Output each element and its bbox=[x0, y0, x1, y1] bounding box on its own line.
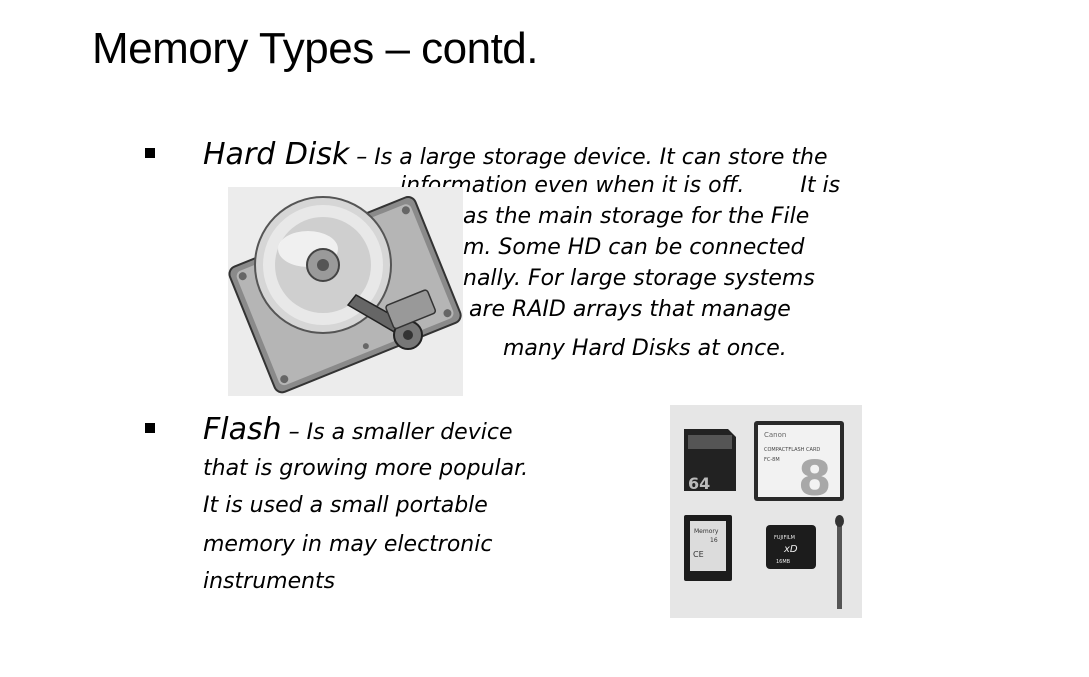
small-memory-card-graphic: Memory 16 CE bbox=[684, 515, 732, 581]
hard-disk-image bbox=[228, 187, 463, 396]
compactflash-card-graphic: Canon COMPACTFLASH CARD FC-8M 8 bbox=[754, 421, 844, 507]
bullet-marker-hard-disk bbox=[145, 148, 155, 158]
cf-model: FC-8M bbox=[764, 457, 780, 463]
hard-disk-text-1: Is a large storage device. It can store … bbox=[374, 145, 828, 170]
flash-term: Flash bbox=[203, 412, 282, 447]
hard-disk-text-7: many Hard Disks at once. bbox=[503, 336, 787, 361]
cf-type: COMPACTFLASH CARD bbox=[764, 447, 820, 453]
cf-size: 8 bbox=[798, 451, 831, 507]
hard-disk-dash: – bbox=[349, 145, 375, 170]
hard-disk-text-6: are RAID arrays that manage bbox=[469, 297, 791, 322]
cf-brand: Canon bbox=[764, 431, 786, 439]
hard-disk-text-4: m. Some HD can be connected bbox=[463, 235, 805, 260]
flash-text-2: that is growing more popular. bbox=[203, 456, 529, 481]
hard-disk-line-1: Hard Disk – Is a large storage device. I… bbox=[203, 137, 828, 172]
flash-text-4: memory in may electronic bbox=[203, 532, 493, 557]
ce-mark: CE bbox=[693, 550, 704, 559]
hard-disk-text-2: information even when it is off. It is bbox=[400, 173, 841, 198]
hard-disk-text-5: nally. For large storage systems bbox=[463, 266, 815, 291]
match-stick-graphic bbox=[835, 515, 844, 609]
flash-text-1: Is a smaller device bbox=[306, 420, 513, 445]
hard-disk-illustration bbox=[228, 187, 463, 396]
xd-brand: FUJIFILM bbox=[774, 535, 795, 541]
hard-disk-term: Hard Disk bbox=[203, 137, 350, 172]
sd2-label: Memory bbox=[694, 528, 719, 535]
flash-text-5: instruments bbox=[203, 569, 336, 594]
xd-logo: xD bbox=[783, 544, 798, 555]
bullet-marker-flash bbox=[145, 423, 155, 433]
sd-card-graphic: 64 bbox=[684, 429, 736, 493]
xd-card-graphic: FUJIFILM xD 16MB bbox=[766, 525, 816, 569]
flash-dash: – bbox=[281, 420, 307, 445]
flash-text-3: It is used a small portable bbox=[203, 493, 488, 518]
flash-line-1: Flash – Is a smaller device bbox=[203, 412, 512, 447]
sd2-size: 16 bbox=[710, 537, 718, 544]
slide-title: Memory Types – contd. bbox=[92, 24, 539, 73]
sd-card-capacity: 64 bbox=[688, 474, 710, 493]
flash-cards-image: 64 Canon COMPACTFLASH CARD FC-8M 8 Memor… bbox=[670, 405, 862, 618]
hard-disk-text-3: as the main storage for the File bbox=[463, 204, 810, 229]
flash-cards-illustration: 64 Canon COMPACTFLASH CARD FC-8M 8 Memor… bbox=[670, 405, 862, 618]
xd-size: 16MB bbox=[776, 559, 791, 565]
